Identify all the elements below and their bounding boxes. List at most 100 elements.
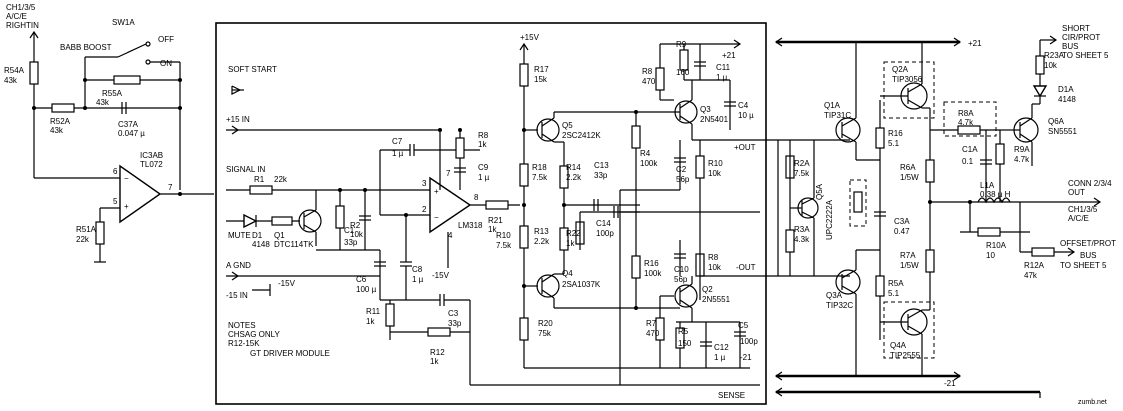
offset-label-3: TO SHEET 5 — [1060, 261, 1107, 270]
d1-val: 4148 — [252, 240, 270, 249]
r21-ref: R21 — [488, 216, 503, 225]
lm-m15v: -15V — [432, 271, 450, 280]
inductor-l1a — [977, 197, 1011, 204]
r10a-ref: R10A — [986, 241, 1007, 250]
m15-in-label: -15 IN — [226, 291, 248, 300]
resistor-q1-base — [271, 216, 293, 226]
transistor-q4 — [536, 274, 560, 298]
resistor-r5 — [675, 327, 685, 349]
r12a-ref: R12A — [1024, 261, 1045, 270]
ic-pin5: 5 — [113, 197, 118, 206]
c1a-ref: C1A — [962, 145, 978, 154]
q2a-ref: Q2A — [892, 65, 909, 74]
switch-on: ON — [160, 59, 172, 68]
r16-val: 100k — [644, 269, 662, 278]
short-label-3: BUS — [1062, 42, 1078, 51]
resistor-r6a — [925, 159, 935, 183]
r16-ref: R16 — [644, 259, 659, 268]
c2-val: 56p — [676, 175, 690, 184]
q5a-ref: Q5A — [815, 183, 824, 200]
q5-val: 2SC2412K — [562, 131, 601, 140]
resistor-r12a — [1031, 247, 1055, 257]
q2a-val: TIP3056 — [892, 75, 923, 84]
r13-val: 2.2k — [534, 237, 550, 246]
resistor-r51a — [95, 221, 105, 245]
lm-pin8: 8 — [474, 193, 479, 202]
offset-label-1: OFFSET/PROT — [1060, 239, 1116, 248]
r52a-ref: R52A — [50, 117, 71, 126]
r9-ref: R9 — [676, 40, 687, 49]
c3-val: 33p — [448, 319, 462, 328]
c37a-val: 0.047 µ — [118, 129, 145, 138]
r7a-ref: R7A — [900, 251, 916, 260]
r21-val: 1k — [488, 225, 497, 234]
ic-val: TL072 — [140, 160, 163, 169]
output-stage: +21 -21 R2A 7.5k R3A 4.3k Q5A UPC2222A Q… — [760, 24, 1116, 406]
q3-val: 2N5401 — [700, 115, 729, 124]
c11-ref: C11 — [716, 63, 731, 72]
c14-ref: C14 — [596, 219, 611, 228]
q1a-ref: Q1A — [824, 101, 841, 110]
r2-ref: R2 — [350, 221, 361, 230]
conn-label-2: OUT — [1068, 188, 1085, 197]
p15-in-label: +15 IN — [226, 115, 250, 124]
resistor-r10a — [977, 227, 1001, 237]
conn-label-3: CH1/3/5 — [1068, 205, 1098, 214]
r8a-ref: R8A — [958, 109, 974, 118]
r10-val: 7.5k — [496, 241, 512, 250]
l1a-ref: L1A — [980, 181, 995, 190]
r12a-val: 47k — [1024, 271, 1038, 280]
r6a-val: 1/5W — [900, 173, 919, 182]
ic-pin7: 7 — [168, 183, 173, 192]
resistor-r16-5r1 — [875, 127, 885, 149]
ic-ref: IC3AB — [140, 151, 163, 160]
opamp-lm318 — [429, 176, 472, 234]
resistor-r10-75k — [519, 225, 529, 249]
c6-ref: C6 — [356, 275, 367, 284]
resistor-r9a — [995, 143, 1005, 165]
c10-ref: C10 — [674, 265, 689, 274]
q1-val: DTC114TK — [274, 240, 314, 249]
resistor-r54a — [29, 61, 39, 85]
r22-val: 1k — [566, 239, 575, 248]
q4a-ref: Q4A — [890, 341, 907, 350]
c7-ref: C7 — [392, 137, 403, 146]
opamp-minus: − — [124, 174, 129, 183]
r55a-val: 43k — [96, 98, 110, 107]
q5-ref: Q5 — [562, 121, 573, 130]
notes-2: CHSAG ONLY — [228, 330, 281, 339]
r11-val: 1k — [366, 317, 375, 326]
r9-val: 160 — [676, 68, 690, 77]
lm-ref: LM318 — [458, 221, 483, 230]
resistor-r21 — [485, 200, 509, 210]
c10-val: 56p — [674, 275, 688, 284]
q5a-val: UPC2222A — [825, 199, 834, 240]
r17-ref: R17 — [534, 65, 549, 74]
driver-stage: +15V R17 15k R18 7.5k R10 7.5k R20 75k Q… — [496, 33, 760, 385]
r8a-box — [943, 101, 997, 137]
resistor-r13 — [559, 227, 569, 251]
r8c-ref: R8 — [708, 253, 719, 262]
r8b-val: 470 — [642, 77, 656, 86]
mute-label: MUTE — [228, 231, 251, 240]
conn-label-4: A/C/E — [1068, 214, 1089, 223]
c3-ref: C3 — [448, 309, 459, 318]
resistor-r7 — [655, 317, 665, 341]
resistor-r55a — [113, 75, 141, 85]
r12-ref: R12 — [430, 348, 445, 357]
resistor-r5a — [875, 275, 885, 297]
c2-ref: C2 — [676, 165, 687, 174]
d1-ref: D1 — [252, 231, 263, 240]
q3a-val: TIP32C — [826, 301, 853, 310]
ic-pin6: 6 — [113, 167, 118, 176]
c8-val: 1 µ — [412, 275, 424, 284]
r23a-val: 10k — [1044, 61, 1058, 70]
lm-minus: − — [434, 213, 439, 222]
r5a-val: 5.1 — [888, 289, 900, 298]
r54a-val: 43k — [4, 76, 18, 85]
bias-sensor-box — [849, 179, 867, 227]
q2-val: 2N5551 — [702, 295, 731, 304]
r1-val: 22k — [274, 175, 288, 184]
switch-ref: SW1A — [112, 18, 135, 27]
